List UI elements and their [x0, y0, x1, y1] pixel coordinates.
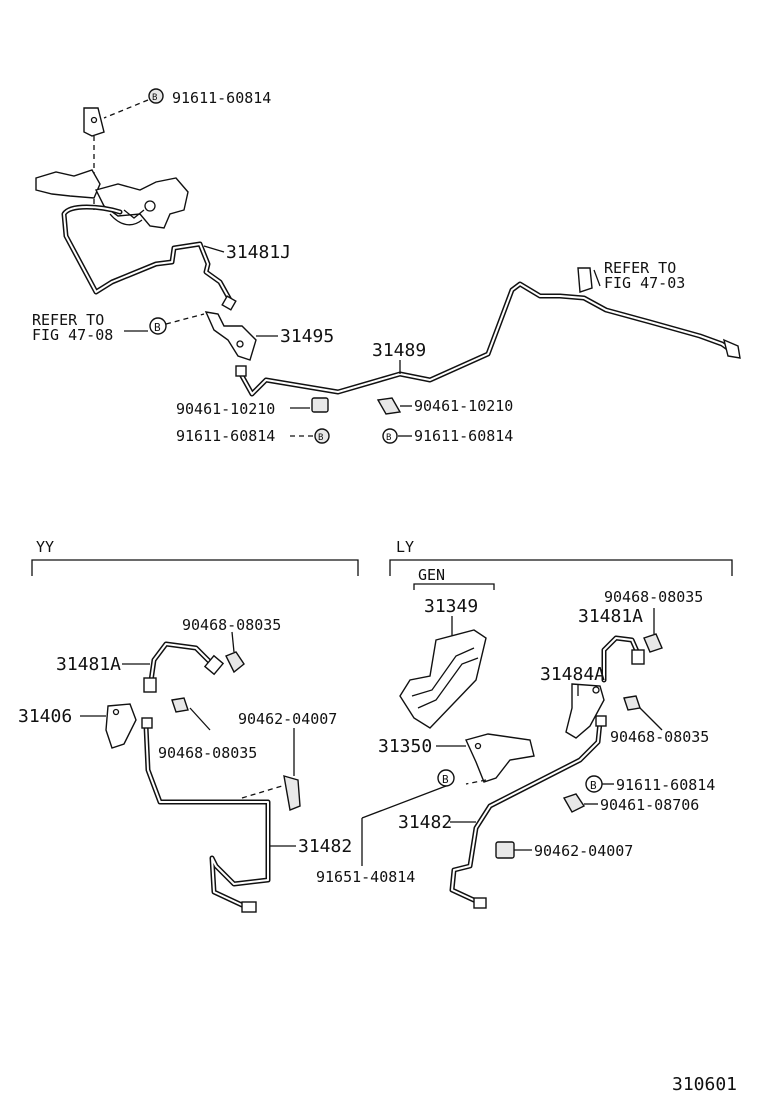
label-bolt-top: 91611-60814 [172, 89, 271, 107]
label-yy-clip-mid: 90468-08035 [158, 744, 257, 762]
bolt-marker-left: B [314, 428, 330, 444]
ly-clamp-2 [495, 841, 515, 859]
label-ly-bolt-shared: 91651-40814 [316, 868, 415, 886]
label-ly-clip-top: 90468-08035 [604, 588, 703, 606]
label-ly-pipe: 31482 [398, 812, 452, 833]
clamp-left [311, 397, 329, 413]
header-ly: LY [396, 538, 414, 556]
label-refer-right-1: REFER TO [604, 259, 676, 277]
header-gen: GEN [418, 566, 445, 584]
top-section: B 91611-60814 31481J REFER TO FIG 47-08 … [32, 88, 741, 445]
label-yy-hose: 31481A [56, 654, 121, 675]
label-clamp-right: 90461-10210 [414, 397, 513, 415]
svg-text:B: B [442, 773, 449, 786]
label-refer-left-2: FIG 47-08 [32, 326, 113, 344]
yy-clamp [283, 775, 301, 811]
small-bracket-right [577, 267, 593, 293]
yy-bracket-31406 [105, 703, 137, 749]
clamp-right [376, 397, 402, 415]
label-bolt-right: 91611-60814 [414, 427, 513, 445]
ly-clip-mid [623, 695, 641, 711]
svg-text:B: B [318, 433, 323, 443]
label-bolt-left: 91611-60814 [176, 427, 275, 445]
label-pipe-31489: 31489 [372, 340, 426, 361]
label-yy-pipe: 31482 [298, 836, 352, 857]
label-clamp-left: 90461-10210 [176, 400, 275, 418]
label-ly-bracket-gen: 31349 [424, 596, 478, 617]
bolt-marker-right: B [382, 428, 398, 444]
svg-text:B: B [154, 321, 161, 334]
label-yy-clip-top: 90468-08035 [182, 616, 281, 634]
bolt-marker-top: B [148, 88, 164, 104]
valve-assembly [35, 169, 189, 229]
ly-bracket-31350 [465, 733, 535, 783]
label-yy-bracket: 31406 [18, 706, 72, 727]
bolt-marker-refer: B [149, 317, 167, 335]
ly-clip-top [643, 633, 663, 653]
label-ly-bolt: 91611-60814 [616, 776, 715, 794]
label-ly-clamp-1: 90461-08706 [600, 796, 699, 814]
yy-clip-top [225, 651, 245, 674]
label-ly-clamp-2: 90462-04007 [534, 842, 633, 860]
label-bracket-31495: 31495 [280, 326, 334, 347]
svg-text:B: B [386, 433, 391, 443]
label-refer-left-1: REFER TO [32, 311, 104, 329]
header-yy: YY [36, 538, 54, 556]
svg-text:B: B [590, 779, 597, 792]
ly-bolt-marker-right: B [585, 775, 603, 793]
ly-bracket-31349 [399, 629, 487, 729]
bolt-marker-letter: B [152, 93, 157, 103]
label-ly-bracket-31350: 31350 [378, 736, 432, 757]
label-ly-hose: 31481A [578, 606, 643, 627]
ly-bracket-31484A [565, 683, 605, 739]
ly-clamp-1 [562, 793, 586, 813]
ly-section: LY GEN 31349 31350 B 91651-40814 31481A [316, 538, 733, 909]
yy-clip-mid [171, 697, 189, 713]
label-ly-clip-mid: 90468-08035 [610, 728, 709, 746]
label-ly-bracket-a: 31484A [540, 664, 605, 685]
label-pipe-31481J: 31481J [226, 242, 291, 263]
figure-number: 310601 [672, 1074, 737, 1095]
label-yy-clamp: 90462-04007 [238, 710, 337, 728]
bracket-31495 [204, 311, 257, 361]
ly-bolt-marker: B [437, 769, 455, 787]
label-refer-right-2: FIG 47-03 [604, 274, 685, 292]
yy-section: YY 31481A 90468-08035 31406 90468-08035 … [18, 538, 359, 913]
